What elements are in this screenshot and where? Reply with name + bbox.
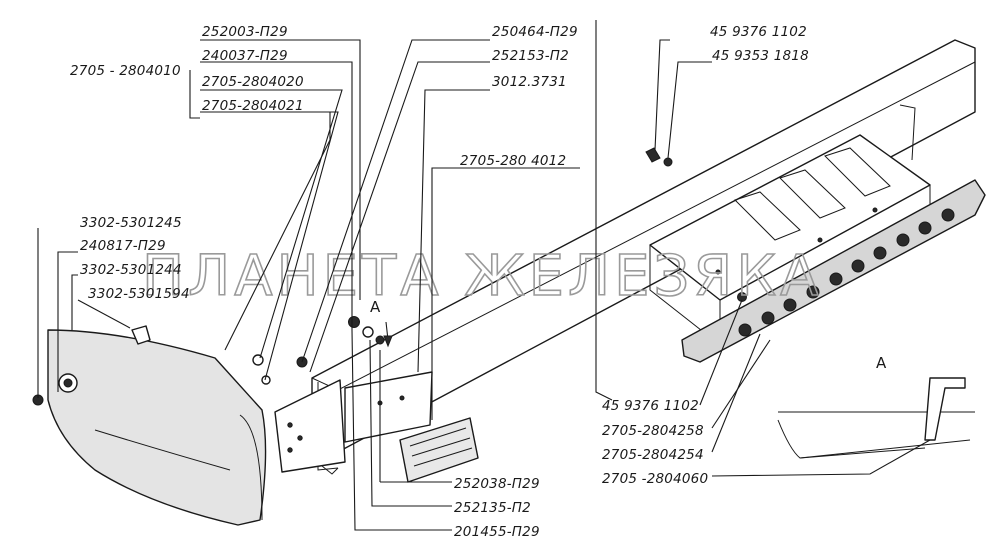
detail-view-a bbox=[777, 377, 975, 459]
label-3302-5301245: 3302-5301245 bbox=[80, 215, 182, 231]
detail-marker-a: A bbox=[876, 354, 887, 372]
label-2705-2804020: 2705-2804020 bbox=[202, 74, 304, 90]
label-201455: 201455-П29 bbox=[454, 524, 540, 540]
label-252038: 252038-П29 bbox=[454, 476, 540, 492]
label-2705-2804012: 2705-280 4012 bbox=[460, 153, 566, 169]
step-pad-bolts bbox=[738, 208, 955, 337]
step-pad bbox=[681, 179, 986, 363]
label-459376-bottom: 45 9376 1102 bbox=[602, 398, 699, 414]
label-252135: 252135-П2 bbox=[454, 500, 531, 516]
label-240037: 240037-П29 bbox=[202, 48, 288, 64]
end-bracket bbox=[274, 379, 346, 475]
end-cap-fastener bbox=[32, 325, 151, 406]
label-459353: 45 9353 1818 bbox=[712, 48, 809, 64]
leader-lines bbox=[37, 20, 931, 531]
label-240817: 240817-П29 bbox=[80, 238, 166, 254]
label-250464: 250464-П29 bbox=[492, 24, 578, 40]
label-2705-2804254: 2705-2804254 bbox=[602, 447, 704, 463]
label-2705-2804258: 2705-2804258 bbox=[602, 423, 704, 439]
label-459376-top: 45 9376 1102 bbox=[710, 24, 807, 40]
label-3012-3731: 3012.3731 bbox=[492, 74, 567, 90]
label-252003: 252003-П29 bbox=[202, 24, 288, 40]
view-marker-a: A bbox=[370, 298, 381, 316]
end-cap bbox=[47, 329, 267, 526]
fastener-center bbox=[348, 316, 385, 345]
label-3302-5301594: 3302-5301594 bbox=[88, 286, 190, 302]
label-2705-2804010: 2705 - 2804010 bbox=[70, 63, 181, 79]
label-2705-2804021: 2705-2804021 bbox=[202, 98, 304, 114]
fastener-left bbox=[252, 354, 308, 385]
part-labels: 2705 - 2804010 252003-П29 240037-П29 270… bbox=[70, 24, 887, 540]
label-252153: 252153-П2 bbox=[492, 48, 569, 64]
reflector-lens bbox=[399, 417, 479, 483]
fastener-step bbox=[737, 292, 747, 302]
label-3302-5301244: 3302-5301244 bbox=[80, 262, 182, 278]
watermark-text: ПЛАНЕТА ЖЕЛЕЗЯКА bbox=[142, 244, 822, 309]
label-2705-2804060: 2705 -2804060 bbox=[602, 471, 708, 487]
